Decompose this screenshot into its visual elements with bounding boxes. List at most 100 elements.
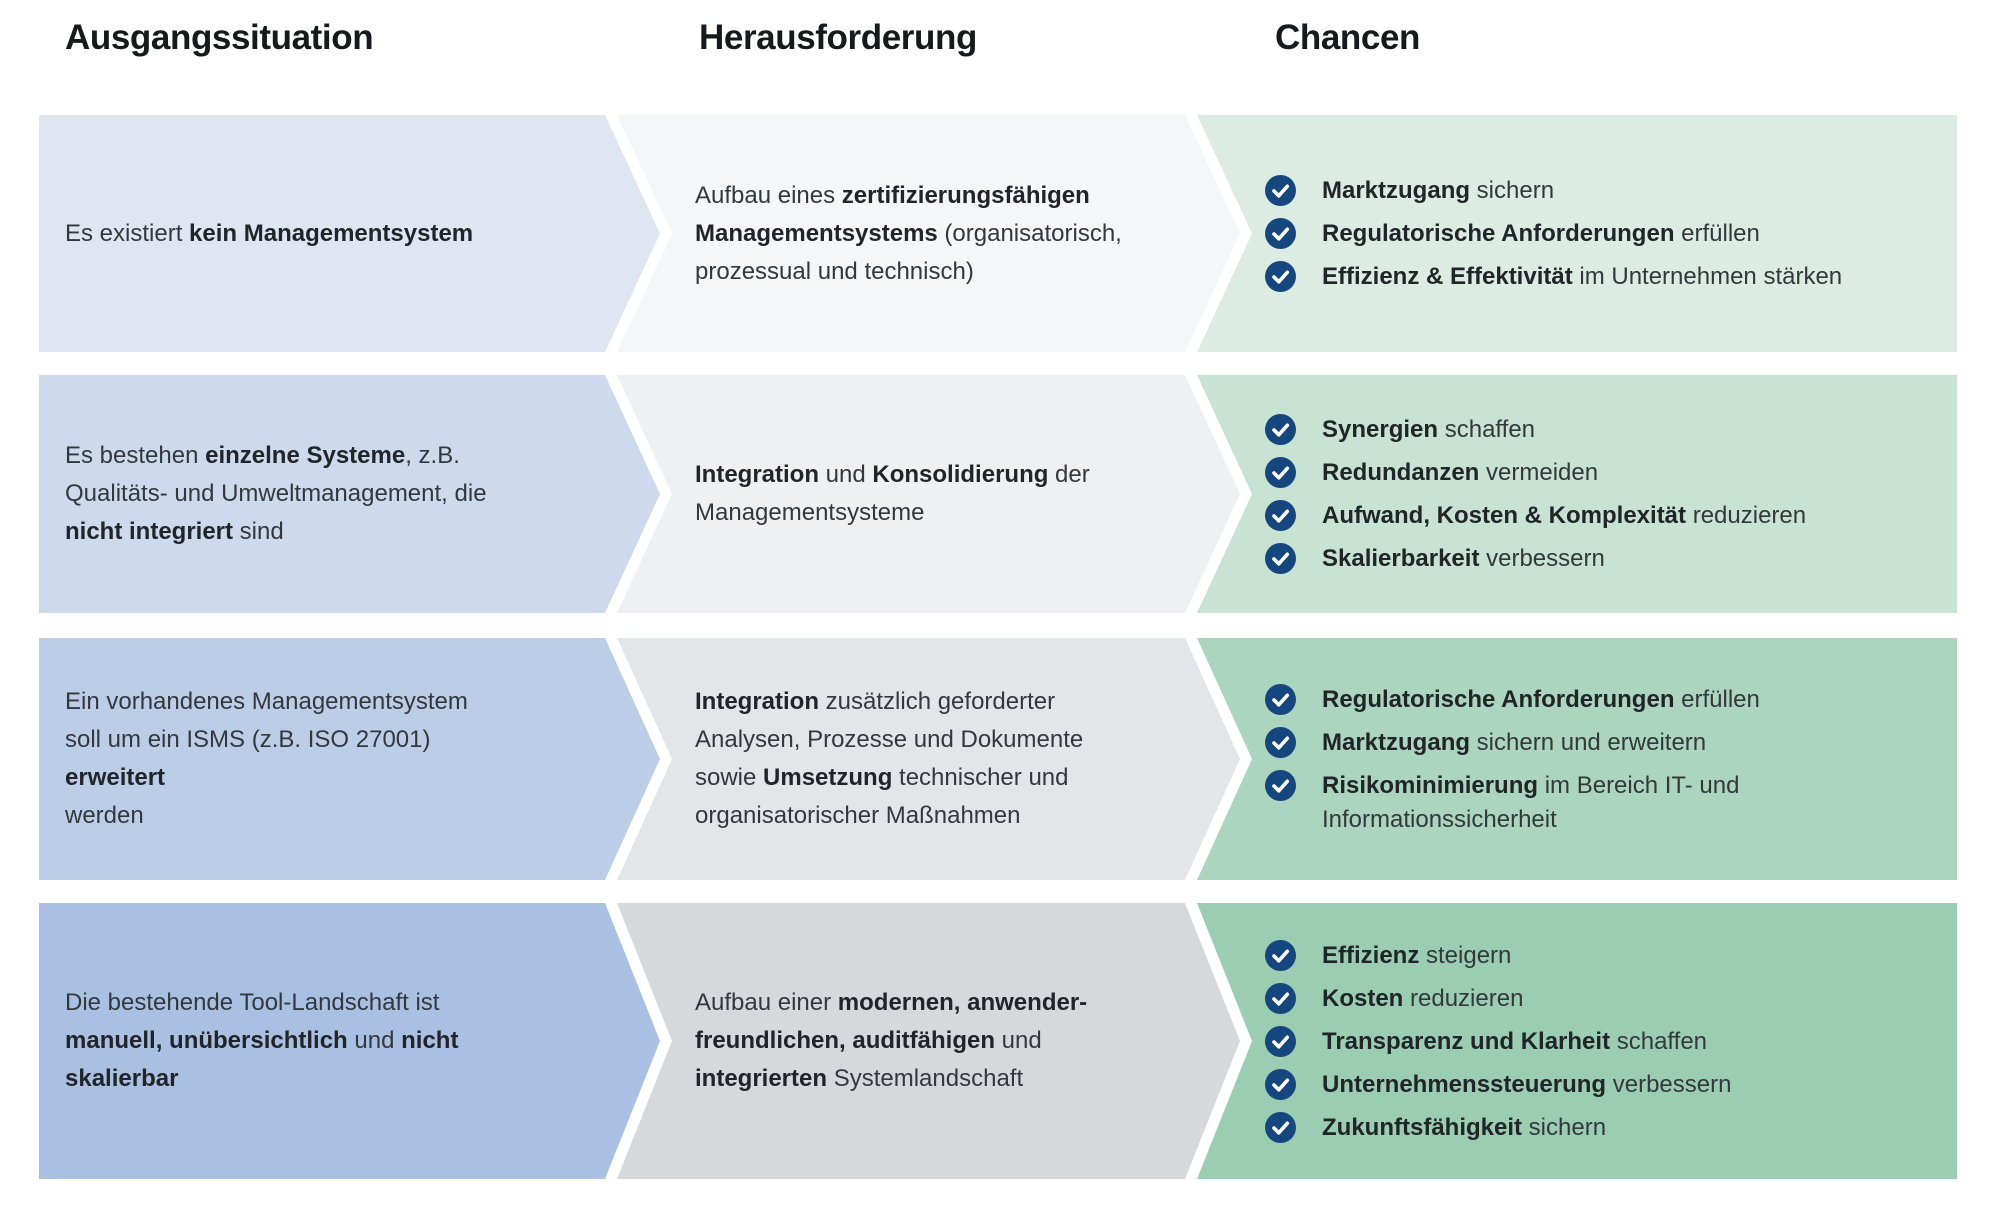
- text-segment: sind: [233, 518, 284, 545]
- check-icon: [1265, 500, 1296, 531]
- situation-text: Ein vorhandenes Managementsystem soll um…: [65, 683, 520, 835]
- challenge-box: Integration zusätzlich geforderter Analy…: [617, 638, 1240, 880]
- chance-text: Regulatorische Anforderungen erfüllen: [1322, 682, 1760, 717]
- text-segment: Es existiert: [65, 219, 190, 247]
- text-segment: schaffen: [1438, 416, 1536, 443]
- text-segment: im Bereich IT- und Informationssicherhei…: [1322, 771, 1740, 833]
- text-segment-bold: nicht integriert: [65, 518, 234, 545]
- column-header-chances: Chancen: [1275, 18, 1421, 57]
- chance-text: Redundanzen vermeiden: [1322, 455, 1598, 490]
- text-segment: Es bestehen: [65, 442, 206, 469]
- text-segment-bold: kein Managementsystem: [189, 219, 474, 247]
- chance-item: Synergien schaffen: [1265, 412, 1921, 447]
- check-icon: [1265, 683, 1296, 715]
- text-segment-bold: Umsetzung: [763, 764, 893, 791]
- chance-item: Aufwand, Kosten & Komplexität reduzieren: [1265, 498, 1921, 533]
- text-segment: technischer und organisatorischer Maßnah…: [695, 764, 1069, 829]
- challenge-box: Aufbau eines zertifizierungsfähigen Mana…: [617, 115, 1240, 352]
- text-segment-bold: Effizienz & Effektivität: [1322, 263, 1573, 290]
- text-segment-bold: modernen, anwender- freundlichen, auditf…: [695, 989, 1088, 1054]
- text-segment-bold: Kosten: [1322, 984, 1404, 1012]
- text-segment-bold: Risikominimierung: [1322, 771, 1539, 799]
- text-segment-bold: Integration: [695, 461, 819, 488]
- check-icon: [1265, 982, 1296, 1014]
- check-icon: [1265, 1025, 1296, 1057]
- chance-item: Transparenz und Klarheit schaffen: [1265, 1024, 1921, 1059]
- chance-text: Effizienz & Effektivität im Unternehmen …: [1322, 259, 1842, 294]
- process-row: Die bestehende Tool-Landschaft ist manue…: [0, 903, 2000, 1179]
- situation-box: Die bestehende Tool-Landschaft ist manue…: [39, 903, 660, 1179]
- text-segment-bold: Unternehmenssteuerung: [1322, 1070, 1607, 1098]
- check-icon: [1265, 769, 1296, 801]
- situation-box: Es existiert kein Managementsystem: [39, 115, 660, 352]
- column-header-challenge: Herausforderung: [699, 18, 977, 57]
- chance-item: Marktzugang sichern und erweitern: [1265, 725, 1921, 760]
- chance-item: Regulatorische Anforderungen erfüllen: [1265, 682, 1921, 717]
- check-icon: [1265, 218, 1296, 249]
- text-segment-bold: Zukunftsfähigkeit: [1322, 1113, 1523, 1141]
- text-segment: Die bestehende Tool-Landschaft ist: [65, 989, 440, 1016]
- text-segment-bold: erweitert: [65, 764, 166, 791]
- check-icon: [1265, 939, 1296, 971]
- column-header-situation: Ausgangssituation: [65, 18, 374, 57]
- text-segment-bold: einzelne Systeme: [205, 442, 406, 469]
- text-segment-bold: Effizienz: [1322, 941, 1420, 969]
- chance-text: Unternehmenssteuerung verbessern: [1322, 1067, 1731, 1102]
- text-segment: reduzieren: [1403, 984, 1524, 1012]
- text-segment: , z.B. Qualitäts- und Umweltmanagement, …: [65, 442, 487, 507]
- process-row: Es existiert kein Managementsystem Aufbau…: [0, 115, 2000, 352]
- text-segment-bold: Konsolidierung: [872, 461, 1049, 488]
- text-segment-bold: manuell, unübersichtlich: [65, 1027, 348, 1054]
- text-segment-bold: Synergien: [1322, 416, 1439, 443]
- text-segment: schaffen: [1610, 1027, 1708, 1055]
- text-segment: vermeiden: [1479, 459, 1599, 486]
- text-segment: werden: [65, 802, 144, 829]
- text-segment: verbessern: [1479, 545, 1605, 572]
- situation-box: Es bestehen einzelne Systeme, z.B. Quali…: [39, 375, 660, 613]
- chance-item: Skalierbarkeit verbessern: [1265, 541, 1921, 576]
- chance-item: Redundanzen vermeiden: [1265, 455, 1921, 490]
- chance-item: Effizienz & Effektivität im Unternehmen …: [1265, 259, 1921, 294]
- situation-text: Es existiert kein Managementsystem: [65, 215, 473, 253]
- check-icon: [1265, 726, 1296, 758]
- text-segment: und: [1001, 1027, 1042, 1054]
- text-segment: und: [819, 461, 873, 488]
- text-segment: zusätzlich geforderter Analysen, Prozess…: [695, 688, 1084, 791]
- challenge-text: Integration und Konsolidierung der Manag…: [695, 456, 1090, 532]
- text-segment: Aufbau einer: [695, 989, 838, 1016]
- chance-item: Kosten reduzieren: [1265, 981, 1921, 1016]
- chance-item: Marktzugang sichern: [1265, 173, 1921, 208]
- chance-text: Transparenz und Klarheit schaffen: [1322, 1024, 1707, 1059]
- text-segment: der Managementsysteme: [695, 461, 1090, 526]
- check-icon: [1265, 1068, 1296, 1100]
- text-segment-bold: Integration: [695, 688, 819, 715]
- text-segment-bold: Regulatorische Anforderungen: [1322, 685, 1675, 713]
- situation-text: Die bestehende Tool-Landschaft ist manue…: [65, 984, 458, 1098]
- chance-item: Effizienz steigern: [1265, 938, 1921, 973]
- text-segment-bold: integrierten: [695, 1065, 828, 1092]
- text-segment-bold: Aufwand, Kosten & Komplexität: [1322, 502, 1687, 529]
- chance-item: Regulatorische Anforderungen erfüllen: [1265, 216, 1921, 251]
- chance-text: Skalierbarkeit verbessern: [1322, 541, 1605, 576]
- chance-text: Aufwand, Kosten & Komplexität reduzieren: [1322, 498, 1806, 533]
- chance-text: Marktzugang sichern: [1322, 173, 1554, 208]
- chance-text: Kosten reduzieren: [1322, 981, 1523, 1016]
- text-segment: reduzieren: [1686, 502, 1807, 529]
- text-segment-bold: Marktzugang: [1322, 177, 1471, 204]
- check-icon: [1265, 457, 1296, 488]
- chance-item: Risikominimierung im Bereich IT- und Inf…: [1265, 768, 1921, 837]
- text-segment: im Unternehmen stärken: [1572, 263, 1843, 290]
- process-row: Ein vorhandenes Managementsystem soll um…: [0, 638, 2000, 880]
- chance-item: Zukunftsfähigkeit sichern: [1265, 1110, 1921, 1145]
- chance-text: Zukunftsfähigkeit sichern: [1322, 1110, 1606, 1145]
- situation-box: Ein vorhandenes Managementsystem soll um…: [39, 638, 660, 880]
- text-segment: Ein vorhandenes Managementsystem soll um…: [65, 688, 468, 753]
- text-segment: sichern: [1522, 1113, 1607, 1141]
- challenge-text: Aufbau einer modernen, anwender- freundl…: [695, 984, 1087, 1098]
